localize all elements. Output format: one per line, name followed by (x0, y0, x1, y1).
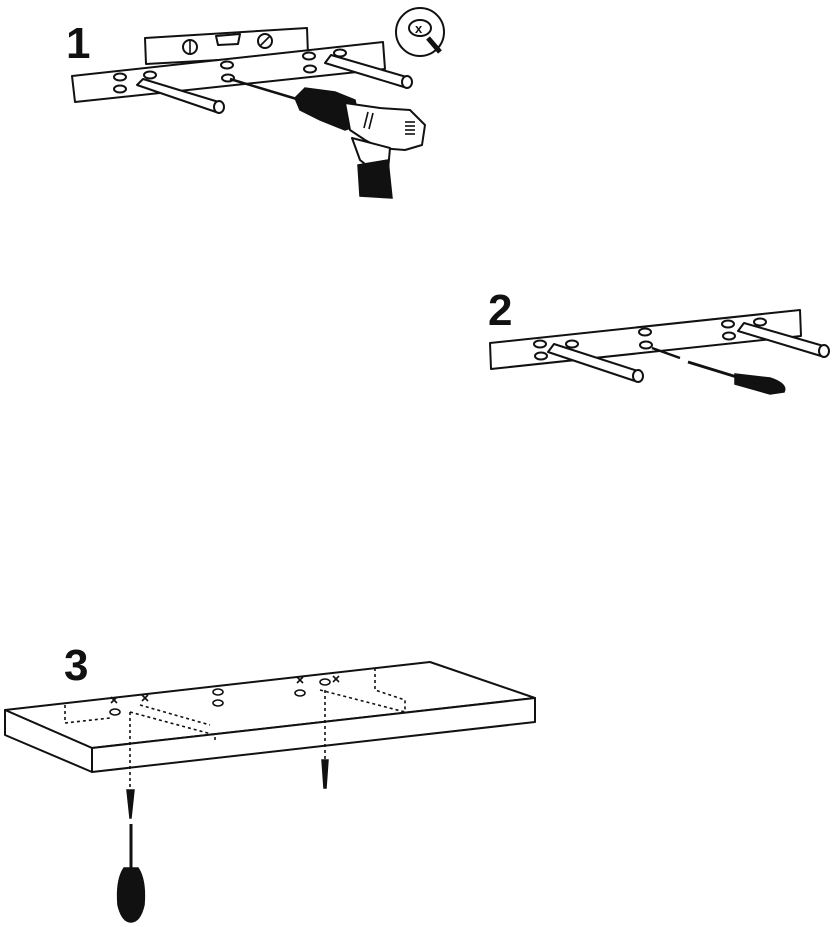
screw (126, 789, 135, 819)
rod (324, 54, 413, 89)
screwdriver-icon (116, 824, 146, 923)
screw (321, 759, 329, 789)
step-number-1: 1 (66, 19, 90, 68)
step-number-2: 2 (488, 286, 512, 335)
step-number-3: 3 (64, 641, 88, 690)
rod (136, 78, 225, 114)
do-not-use-warning-icon: x (395, 7, 445, 57)
drill-icon (229, 77, 426, 199)
step-3: 3 (4, 641, 536, 923)
wall-bracket-2 (489, 309, 830, 383)
screwdriver-icon (651, 346, 786, 395)
shelf (4, 661, 536, 790)
rod (737, 322, 830, 358)
warning-mark: x (415, 21, 423, 36)
step-2: 2 (488, 286, 830, 395)
step-1: 1 (66, 7, 445, 199)
wall-bracket-1 (71, 41, 413, 114)
rod (547, 343, 644, 383)
